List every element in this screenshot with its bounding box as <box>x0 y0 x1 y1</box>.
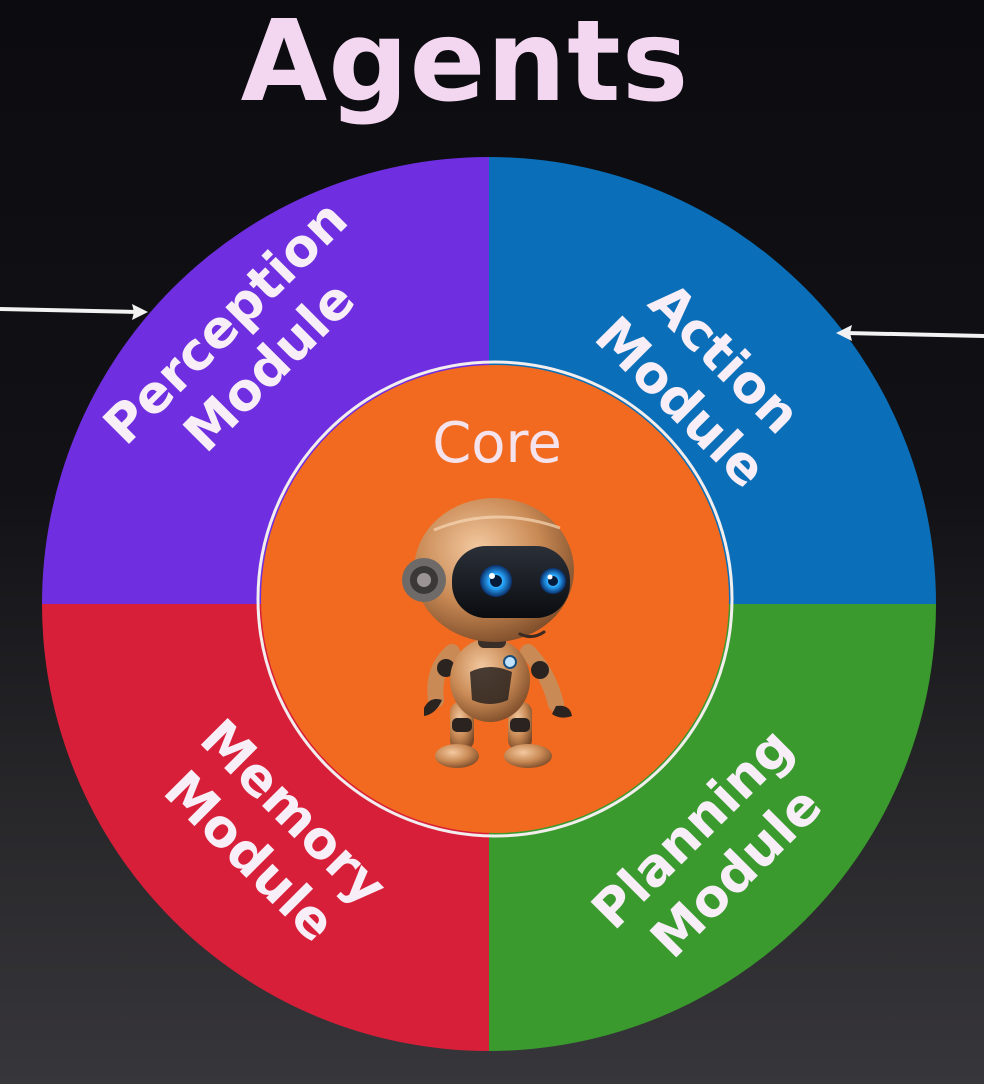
robot-icon <box>402 498 574 768</box>
page-title: Agents <box>240 0 690 127</box>
left-input-arrow <box>0 304 148 320</box>
arrow-right-icon <box>132 304 148 320</box>
arrow-left-icon <box>836 325 852 341</box>
right-input-arrow <box>836 325 984 341</box>
core-label: Core <box>432 411 562 476</box>
core-ring-border <box>256 360 734 838</box>
